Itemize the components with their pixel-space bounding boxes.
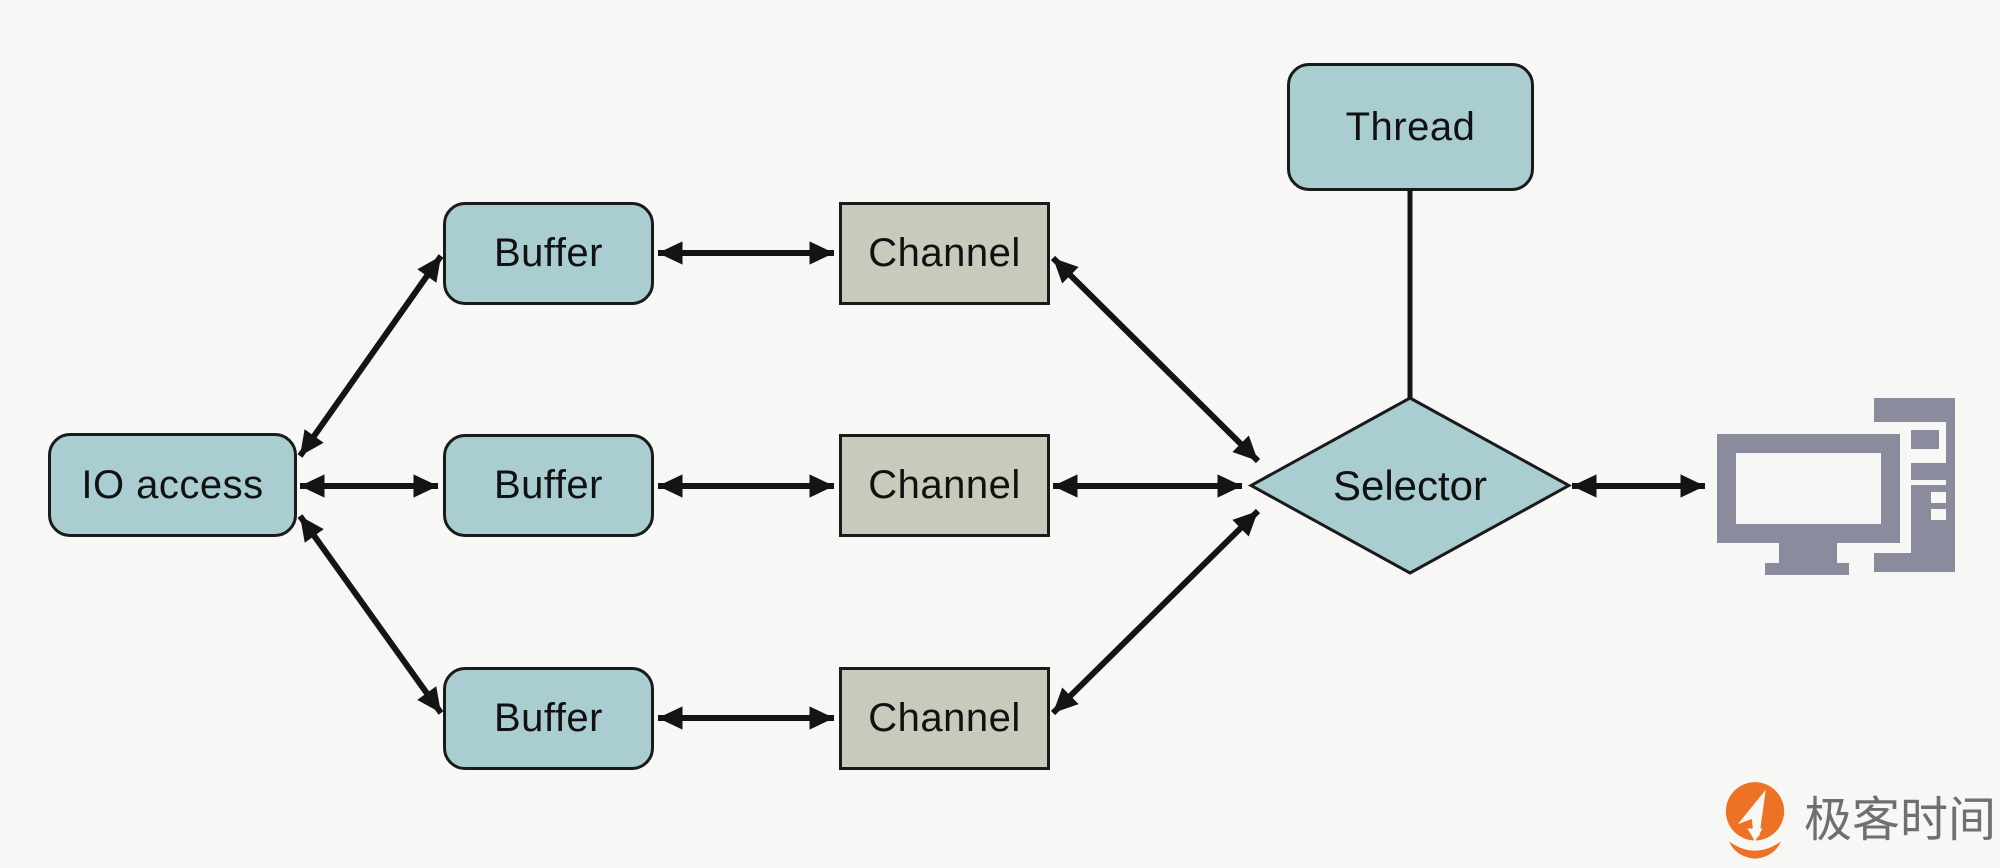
- node-thread-label: Thread: [1345, 104, 1476, 149]
- node-buffer-2: Buffer: [443, 434, 654, 537]
- node-io-access: IO access: [48, 433, 297, 537]
- geektime-logo: 极客时间: [1722, 780, 1996, 862]
- geektime-logo-icon: [1725, 782, 1785, 859]
- geektime-logo-text: 极客时间: [1804, 794, 1997, 847]
- node-channel-label: Channel: [868, 231, 1021, 275]
- node-buffer-1: Buffer: [443, 202, 654, 305]
- node-buffer-label: Buffer: [494, 463, 603, 507]
- node-selector-label: Selector: [1332, 461, 1488, 509]
- edge-io-buffer1: [297, 254, 444, 458]
- node-selector: Selector: [1248, 395, 1572, 576]
- desktop-computer-icon: [1700, 392, 1965, 627]
- node-channel-2: Channel: [839, 434, 1050, 537]
- node-buffer-3: Buffer: [443, 667, 654, 770]
- node-thread: Thread: [1287, 63, 1534, 191]
- node-channel-1: Channel: [839, 202, 1050, 305]
- selector-diamond-shape: [1248, 396, 1572, 575]
- node-channel-label: Channel: [868, 463, 1021, 507]
- node-channel-label: Channel: [868, 696, 1021, 740]
- edge-channel3-selector: [1050, 508, 1261, 716]
- node-buffer-label: Buffer: [494, 696, 603, 740]
- edge-channel1-selector: [1050, 255, 1261, 464]
- node-channel-3: Channel: [839, 667, 1050, 770]
- edge-io-buffer3: [297, 514, 444, 715]
- node-io-access-label: IO access: [81, 462, 264, 507]
- node-buffer-label: Buffer: [494, 231, 603, 275]
